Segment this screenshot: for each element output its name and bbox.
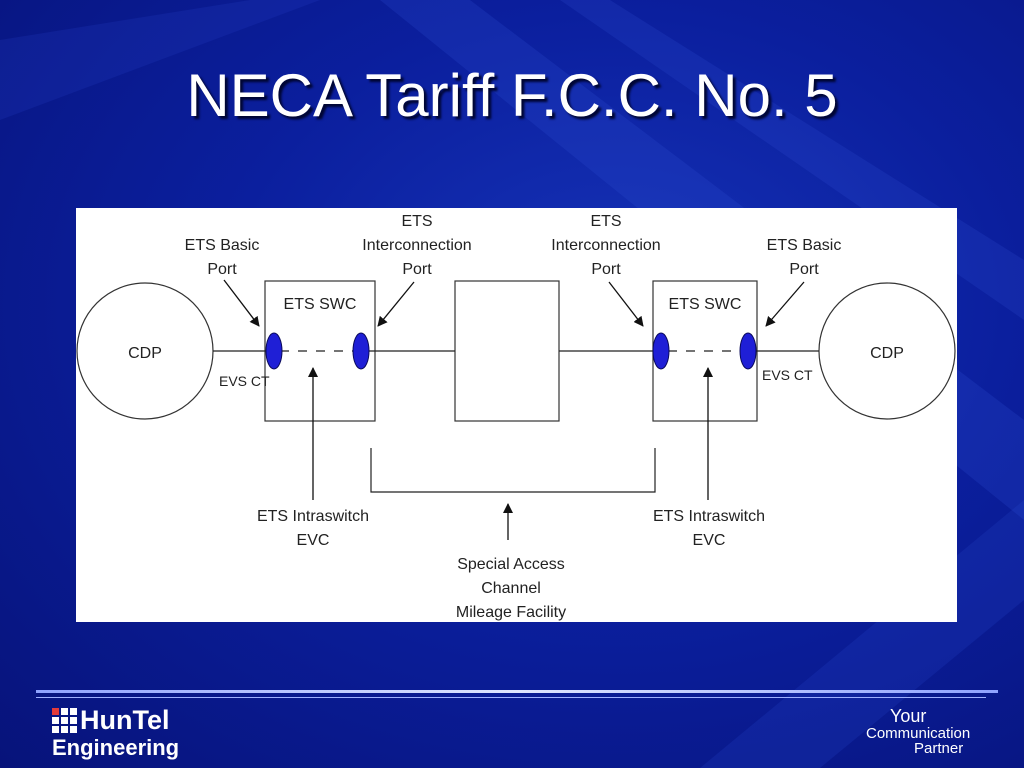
tagline: Your Communication Partner	[862, 707, 987, 763]
svg-text:ETS Intraswitch: ETS Intraswitch	[257, 508, 369, 525]
svg-text:Interconnection: Interconnection	[362, 237, 471, 254]
port-right-basic	[739, 332, 757, 370]
svg-text:Port: Port	[402, 261, 432, 278]
tagline-your: Your	[890, 706, 927, 726]
svg-text:ETS: ETS	[590, 213, 621, 230]
diagram-panel: CDP CDP ETS SWC ETS SWC	[76, 208, 957, 622]
cdp-left: CDP	[76, 282, 214, 420]
annotation-arrows	[223, 279, 805, 540]
svg-text:EVC: EVC	[693, 532, 726, 549]
huntel-logo: HunTel Engineering	[52, 705, 179, 761]
svg-text:Port: Port	[207, 261, 237, 278]
swc-right-label: ETS SWC	[669, 296, 742, 313]
svg-text:Mileage Facility: Mileage Facility	[456, 604, 566, 621]
port-right-interconnect	[652, 332, 670, 370]
svg-text:ETS Intraswitch: ETS Intraswitch	[653, 508, 765, 525]
svg-text:ETS Basic: ETS Basic	[185, 237, 260, 254]
special-access-label: Special Access Channel Mileage Facility	[456, 556, 566, 621]
svg-text:Interconnection: Interconnection	[551, 237, 660, 254]
svg-text:Special Access: Special Access	[457, 556, 565, 573]
middle-facility-box	[454, 280, 560, 422]
interconnect-right-label: ETS Interconnection Port	[551, 213, 660, 278]
logo-grid-icon	[52, 707, 77, 733]
evs-ct-right-label: EVS CT	[762, 367, 813, 383]
basic-port-left-label: ETS Basic Port	[185, 237, 260, 278]
intraswitch-left-label: ETS Intraswitch EVC	[257, 508, 369, 549]
footer-rule-thin	[36, 697, 986, 698]
cdp-right: CDP	[818, 282, 956, 420]
slide-title: NECA Tariff F.C.C. No. 5	[186, 62, 838, 129]
tagline-communication: Communication	[866, 725, 971, 742]
logo-name: HunTel	[80, 705, 170, 735]
basic-port-right-label: ETS Basic Port	[767, 237, 842, 278]
interconnect-left-label: ETS Interconnection Port	[362, 213, 471, 278]
evs-ct-left-label: EVS CT	[219, 373, 270, 389]
network-diagram: CDP CDP ETS SWC ETS SWC	[76, 213, 956, 621]
svg-text:Channel: Channel	[481, 580, 541, 597]
svg-text:EVC: EVC	[297, 532, 330, 549]
port-left-basic	[265, 332, 283, 370]
logo-subtitle: Engineering	[52, 735, 180, 760]
port-left-interconnect	[352, 332, 370, 370]
svg-text:Port: Port	[591, 261, 621, 278]
svg-text:Port: Port	[789, 261, 819, 278]
cdp-left-label: CDP	[128, 345, 162, 362]
tagline-partner: Partner	[914, 740, 964, 757]
intraswitch-right-label: ETS Intraswitch EVC	[653, 508, 765, 549]
svg-text:ETS Basic: ETS Basic	[767, 237, 842, 254]
footer-rule	[36, 690, 998, 693]
svg-text:ETS: ETS	[401, 213, 432, 230]
swc-left-label: ETS SWC	[284, 296, 357, 313]
special-access-bracket	[370, 448, 656, 493]
cdp-right-label: CDP	[870, 345, 904, 362]
